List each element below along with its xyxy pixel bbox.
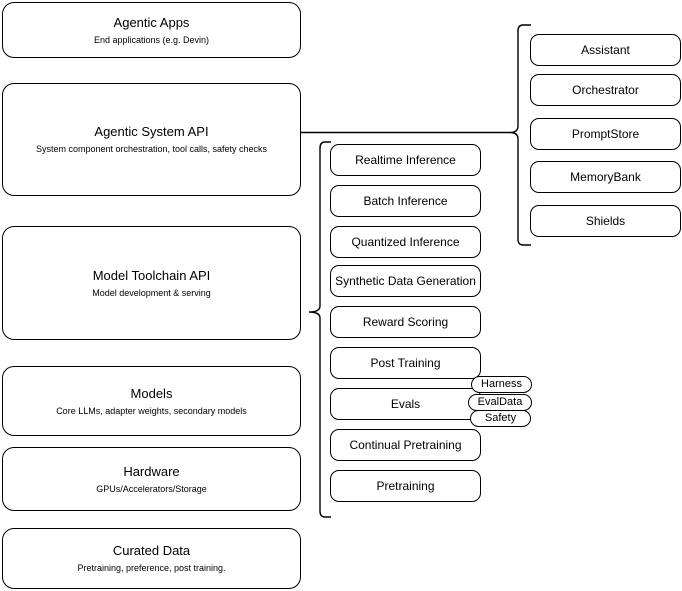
layer-agentic-apps[interactable]: Agentic Apps End applications (e.g. Devi…	[2, 2, 301, 58]
system-component-label: Shields	[585, 214, 626, 228]
layer-agentic-system-api[interactable]: Agentic System API System component orch…	[2, 83, 301, 196]
layer-subtitle: System component orchestration, tool cal…	[35, 144, 268, 154]
system-component-assistant[interactable]: Assistant	[530, 34, 681, 66]
toolchain-item-label: Reward Scoring	[362, 315, 449, 329]
layer-subtitle: End applications (e.g. Devin)	[93, 34, 210, 45]
toolchain-item-pretraining[interactable]: Pretraining	[330, 470, 481, 502]
system-component-label: Orchestrator	[572, 83, 639, 97]
layer-title: Agentic System API	[94, 124, 209, 139]
toolchain-item-batch-inference[interactable]: Batch Inference	[330, 185, 481, 217]
layer-title: Curated Data	[112, 543, 191, 558]
toolchain-item-label: Pretraining	[376, 479, 435, 493]
toolchain-item-post-training[interactable]: Post Training	[330, 347, 481, 379]
layer-subtitle: Core LLMs, adapter weights, secondary mo…	[56, 405, 247, 416]
toolchain-item-realtime-inference[interactable]: Realtime Inference	[330, 144, 481, 176]
system-component-shields[interactable]: Shields	[530, 205, 681, 237]
toolchain-item-label: Evals	[390, 397, 421, 411]
toolchain-item-synthetic-data-generation[interactable]: Synthetic Data Generation	[330, 265, 481, 297]
system-component-label: PromptStore	[571, 127, 640, 141]
toolchain-item-evals[interactable]: Evals	[330, 388, 481, 420]
toolchain-item-reward-scoring[interactable]: Reward Scoring	[330, 306, 481, 338]
toolchain-item-label: Synthetic Data Generation	[335, 274, 476, 288]
system-component-promptstore[interactable]: PromptStore	[530, 118, 681, 150]
toolchain-item-label: Realtime Inference	[355, 153, 456, 167]
layer-curated-data[interactable]: Curated Data Pretraining, preference, po…	[2, 528, 301, 589]
evals-badge-label: EvalData	[477, 396, 523, 408]
toolchain-components-bracket	[308, 141, 331, 518]
system-component-memorybank[interactable]: MemoryBank	[530, 161, 681, 193]
layer-subtitle: Model development & serving	[92, 287, 211, 298]
system-component-label: Assistant	[581, 43, 630, 57]
evals-badge-label: Safety	[484, 412, 517, 424]
layer-subtitle: GPUs/Accelerators/Storage	[96, 483, 207, 494]
toolchain-item-quantized-inference[interactable]: Quantized Inference	[330, 226, 481, 258]
toolchain-item-label: Batch Inference	[363, 194, 448, 208]
system-components-bracket	[509, 24, 531, 246]
layer-model-toolchain-api[interactable]: Model Toolchain API Model development & …	[2, 226, 301, 340]
evals-badge-harness[interactable]: Harness	[471, 376, 532, 393]
layer-models[interactable]: Models Core LLMs, adapter weights, secon…	[2, 366, 301, 436]
toolchain-item-label: Continual Pretraining	[349, 438, 462, 452]
layer-subtitle: Pretraining, preference, post training.	[77, 563, 226, 573]
evals-badge-label: Harness	[481, 378, 522, 390]
layer-hardware[interactable]: Hardware GPUs/Accelerators/Storage	[2, 447, 301, 511]
toolchain-item-continual-pretraining[interactable]: Continual Pretraining	[330, 429, 481, 461]
layer-title: Models	[130, 385, 173, 401]
system-component-orchestrator[interactable]: Orchestrator	[530, 74, 681, 106]
layer-title: Hardware	[123, 463, 180, 479]
toolchain-item-label: Post Training	[370, 356, 441, 370]
system-component-label: MemoryBank	[570, 170, 641, 184]
layer-title: Model Toolchain API	[92, 267, 211, 283]
evals-badge-safety[interactable]: Safety	[470, 410, 531, 427]
evals-badge-evaldata[interactable]: EvalData	[468, 394, 532, 411]
layer-title: Agentic Apps	[113, 14, 190, 30]
toolchain-item-label: Quantized Inference	[351, 235, 460, 249]
